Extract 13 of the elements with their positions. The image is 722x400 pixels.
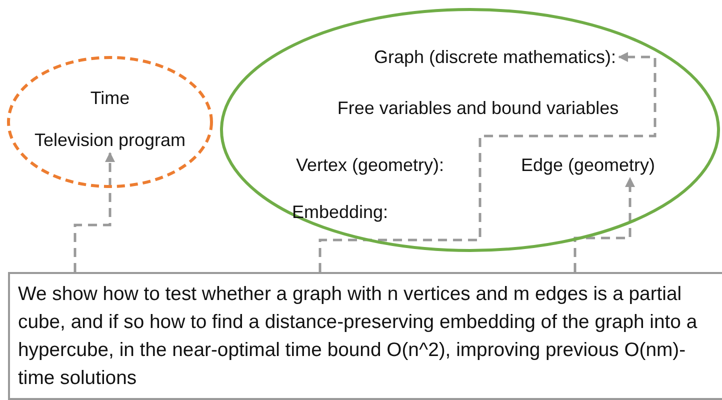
topic-label: Embedding: [292, 201, 388, 223]
topic-label: Free variables and bound variables [337, 97, 619, 119]
topic-label: Graph (discrete mathematics): [374, 46, 616, 68]
arrow [318, 52, 656, 272]
topic-label: Edge (geometry) [520, 154, 656, 176]
topic-label: Vertex (geometry): [296, 154, 444, 176]
topic-label: Time [90, 87, 130, 109]
arrow [574, 177, 635, 272]
sentence-box: We show how to test whether a graph with n vertices and m edges is a partial cube, and if so how to find a distance-preserving embedding of the graph into a hypercube, in the near-optimal time bound O(n^2), improving previous O(nm)-time solutions [8, 272, 722, 400]
topic-ellipse [220, 8, 720, 252]
topic-ellipse [7, 56, 213, 188]
topic-label: Television program [34, 129, 186, 151]
arrow [74, 152, 115, 272]
